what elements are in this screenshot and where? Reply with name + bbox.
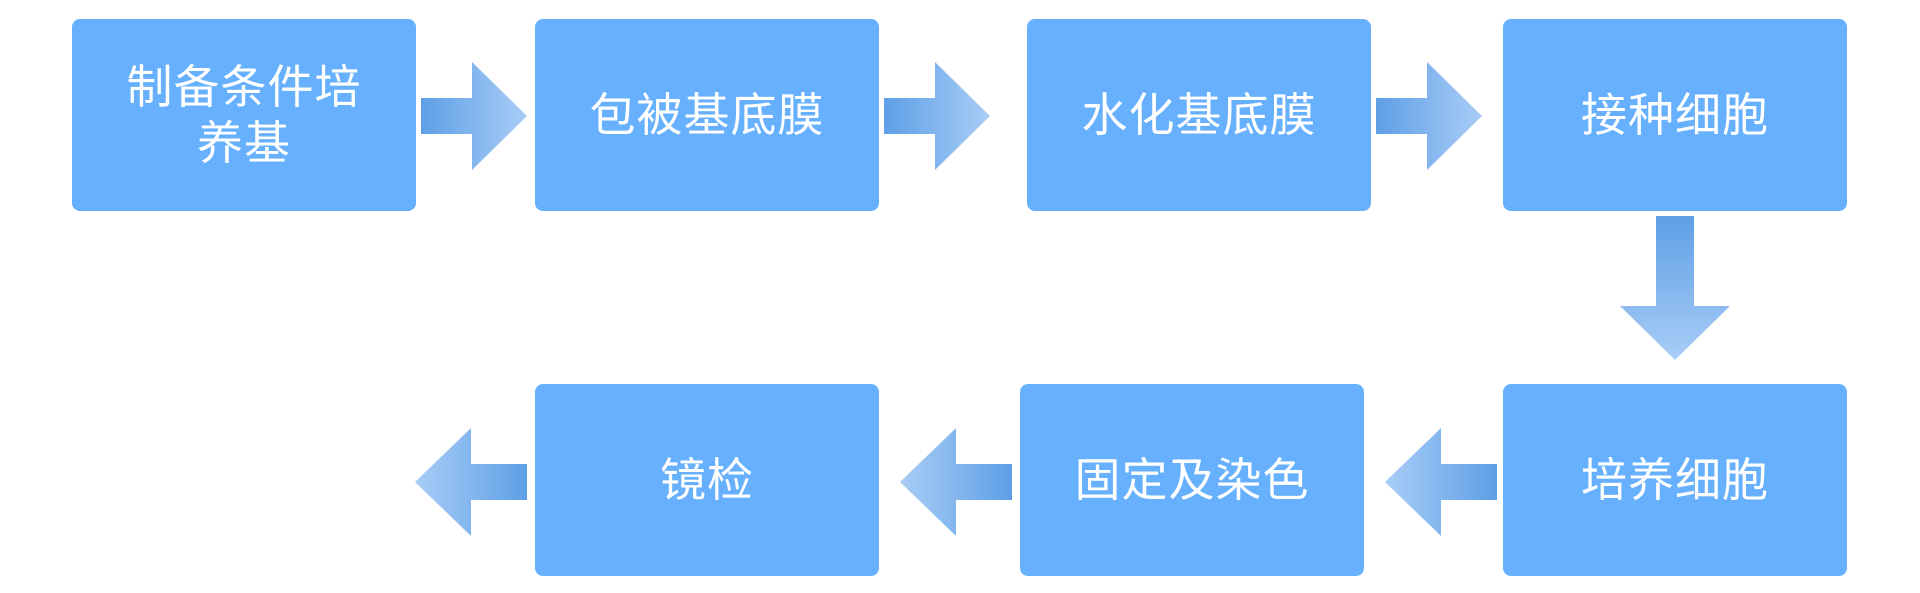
step-fix-and-stain: 固定及染色 bbox=[1020, 384, 1364, 576]
step-label: 培养细胞 bbox=[1581, 453, 1769, 507]
step-prepare-conditioned-medium: 制备条件培养基 bbox=[72, 19, 416, 211]
arrow-down-icon bbox=[1620, 216, 1730, 360]
step-label: 固定及染色 bbox=[1074, 453, 1310, 507]
arrow-right-icon bbox=[884, 62, 990, 170]
step-label: 制备条件培养基 bbox=[126, 60, 362, 170]
arrow-left-icon bbox=[900, 428, 1012, 536]
step-label: 镜检 bbox=[660, 453, 754, 507]
step-microscopy: 镜检 bbox=[535, 384, 879, 576]
step-label: 接种细胞 bbox=[1581, 88, 1769, 142]
step-seed-cells: 接种细胞 bbox=[1503, 19, 1847, 211]
arrow-right-icon bbox=[1376, 62, 1482, 170]
step-label: 水化基底膜 bbox=[1081, 88, 1317, 142]
step-coat-basement-membrane: 包被基底膜 bbox=[535, 19, 879, 211]
step-culture-cells: 培养细胞 bbox=[1503, 384, 1847, 576]
arrow-left-icon bbox=[1385, 428, 1497, 536]
step-hydrate-basement-membrane: 水化基底膜 bbox=[1027, 19, 1371, 211]
arrow-left-icon bbox=[415, 428, 527, 536]
step-label: 包被基底膜 bbox=[589, 88, 825, 142]
arrow-right-icon bbox=[421, 62, 527, 170]
